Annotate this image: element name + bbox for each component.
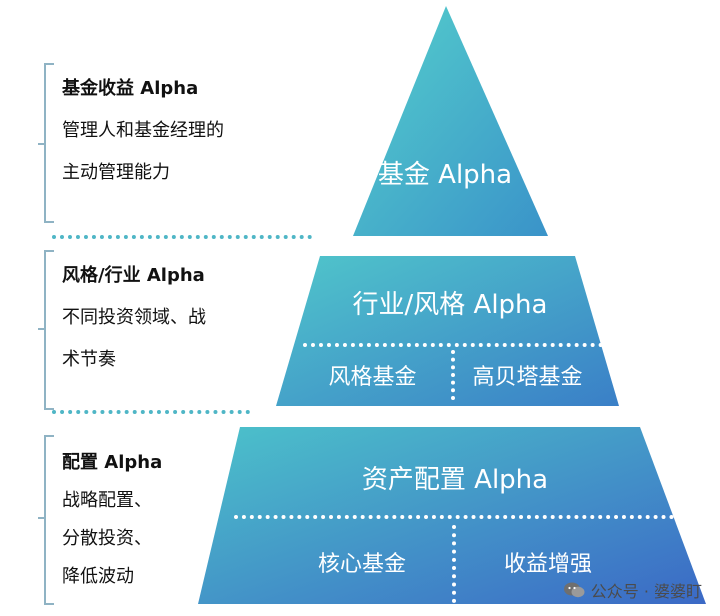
middle-tier-label: 行业/风格 Alpha [352,290,548,320]
bracket-tick [38,328,46,330]
panel-title: 配置 Alpha [62,452,163,473]
watermark: 公众号 · 婆婆盯 [563,578,702,602]
middle-tier-divider [303,343,603,347]
pyramid-top-tier [353,6,548,236]
bracket-tick [38,517,46,519]
bottom-tier-label: 资产配置 Alpha [361,465,549,495]
panel-line: 降低波动 [62,566,134,587]
bottom-tier-divider [234,515,674,519]
panel-line: 管理人和基金经理的 [62,120,224,141]
watermark-text: 公众号 · 婆婆盯 [590,582,702,601]
middle-tier-sub-left: 风格基金 [328,365,417,390]
bracket-line [44,435,54,605]
row-separator-2 [52,410,250,414]
bracket-tick [38,143,46,145]
bracket-line [44,250,54,410]
pyramid-middle-tier [276,256,619,406]
panel-line: 战略配置、 [62,490,152,511]
wechat-icon [563,581,585,599]
row-separator-1 [52,235,312,239]
bottom-tier-sub-left: 核心基金 [317,552,406,577]
panel-line: 不同投资领域、战 [62,307,206,328]
panel-line: 术节奏 [62,349,116,370]
panel-line: 分散投资、 [62,528,152,549]
bottom-tier-sub-right: 收益增强 [503,552,592,577]
middle-tier-sub-right: 高贝塔基金 [472,365,583,390]
panel-title: 风格/行业 Alpha [62,265,205,286]
panel-title: 基金收益 Alpha [62,78,199,99]
panel-line: 主动管理能力 [62,162,170,183]
middle-tier-vertical-divider [451,350,455,400]
bottom-tier-vertical-divider [452,525,456,603]
top-tier-label: 基金 Alpha [377,160,513,190]
